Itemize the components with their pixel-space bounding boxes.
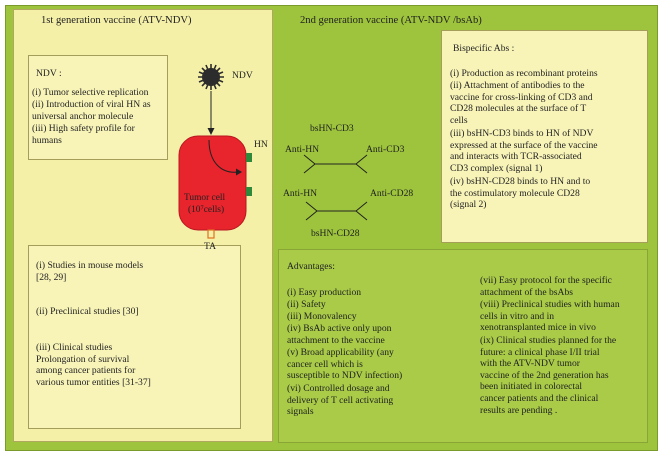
- ndv-properties-box: NDV : (i) Tumor selective replication (i…: [28, 55, 168, 160]
- ndv-property-3: (iii) High safety profile for humans: [32, 123, 135, 146]
- bshn-cd3-antibody-icon: [303, 154, 368, 174]
- study-mouse-models: (i) Studies in mouse models [28, 29]: [36, 260, 144, 283]
- bispecific-item-3: (iii) bsHN-CD3 binds to HN of NDV expres…: [450, 128, 598, 174]
- ndv-property-1: (i) Tumor selective replication: [32, 87, 149, 98]
- advantage-3: (iii) Monovalency: [287, 311, 357, 322]
- studies-box: (i) Studies in mouse models [28, 29] (ii…: [28, 245, 241, 429]
- tumor-antigen-marker: [207, 229, 215, 239]
- bispecific-item-2: (ii) Attachment of antibodies to the vac…: [450, 80, 593, 126]
- hn-molecule-top: [246, 153, 252, 162]
- bshn-cd28-anti-hn-label: Anti-HN: [283, 188, 318, 199]
- bispecific-item-4: (iv) bsHN-CD28 binds to HN and to the co…: [450, 176, 591, 211]
- bshn-cd28-title: bsHN-CD28: [311, 228, 360, 239]
- infection-arrow: [207, 91, 215, 135]
- ndv-box-heading: NDV :: [36, 68, 62, 79]
- tumor-cell: [178, 135, 247, 231]
- second-generation-title: 2nd generation vaccine (ATV-NDV /bsAb): [300, 15, 482, 26]
- advantages-box: Advantages: (i) Easy production (ii) Saf…: [278, 249, 648, 443]
- hn-molecule-bottom: [246, 187, 252, 196]
- bshn-cd3-anti-cd3-label: Anti-CD3: [366, 144, 405, 155]
- tumor-cell-count: (10⁷cells): [188, 205, 225, 215]
- bshn-cd28-anti-cd28-label: Anti-CD28: [370, 188, 414, 199]
- study-preclinical: (ii) Preclinical studies [30]: [36, 306, 139, 317]
- bshn-cd28-antibody-icon: [305, 201, 368, 221]
- advantage-9: (ix) Clinical studies planned for the fu…: [480, 335, 617, 416]
- study-clinical: (iii) Clinical studies Prolongation of s…: [36, 342, 151, 388]
- replication-arrow: [208, 139, 242, 176]
- ndv-virus-icon: [198, 64, 224, 90]
- bispecific-item-1: (i) Production as recombinant proteins: [450, 68, 598, 79]
- hn-label: HN: [254, 139, 268, 150]
- advantage-6: (vi) Controlled dosage and delivery of T…: [287, 383, 394, 418]
- advantage-4: (iv) BsAb active only upon attachment to…: [287, 323, 392, 346]
- advantage-1: (i) Easy production: [287, 287, 362, 298]
- advantage-5: (v) Broad applicability (any cancer cell…: [287, 347, 403, 382]
- advantage-2: (ii) Safety: [287, 299, 326, 310]
- bshn-cd3-anti-hn-label: Anti-HN: [285, 144, 320, 155]
- ndv-label: NDV: [232, 70, 253, 81]
- bispecific-abs-box: Bispecific Abs : (i) Production as recom…: [441, 30, 648, 243]
- advantage-8: (viii) Preclinical studies with human ce…: [480, 299, 620, 334]
- tumor-cell-label: Tumor cell: [184, 193, 226, 203]
- bispecific-heading: Bispecific Abs :: [453, 43, 515, 54]
- ndv-property-2: (ii) Introduction of viral HN as univers…: [32, 99, 151, 122]
- bshn-cd3-title: bsHN-CD3: [310, 123, 354, 134]
- ta-label: TA: [204, 241, 217, 252]
- advantages-heading: Advantages:: [287, 261, 335, 272]
- first-generation-title: 1st generation vaccine (ATV-NDV): [41, 15, 192, 26]
- advantage-7: (vii) Easy protocol for the specific att…: [480, 275, 612, 298]
